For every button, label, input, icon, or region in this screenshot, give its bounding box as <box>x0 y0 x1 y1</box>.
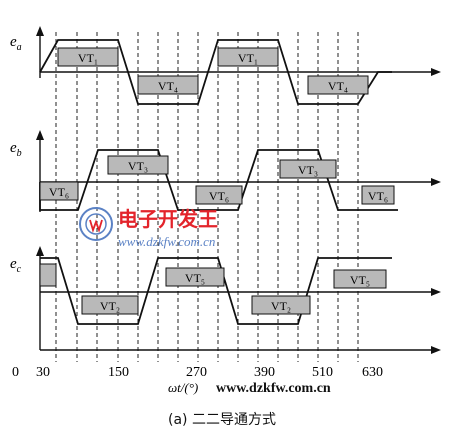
tick-390: 390 <box>254 365 275 380</box>
panel-eb: eb VT₆ VT₃ VT₆ VT₃ VT₆ <box>10 130 441 212</box>
ea-y-axis-arrow <box>36 26 44 36</box>
ec-y-axis-arrow <box>36 246 44 256</box>
ea-block-vt1b <box>217 47 279 67</box>
watermark-site-name: 电子开发王 <box>118 207 218 231</box>
eb-axis-label: eb <box>10 140 22 159</box>
eb-block-vt6 <box>39 181 79 201</box>
watermark-url-2: www.dzkfw.com.cn <box>216 381 331 396</box>
ea-block-vt1-label: VT₁ <box>78 51 98 65</box>
ec-block-vt5b-label: VT₅ <box>350 273 370 287</box>
ec-block-vt2 <box>81 295 139 315</box>
bottom-axis: 0 30 150 270 390 510 630 ωt/(°) <box>12 346 441 395</box>
ea-block-vt4 <box>137 75 199 95</box>
ec-block-start <box>39 263 57 287</box>
ea-block-vt4b <box>307 75 369 95</box>
ea-block-vt1b-label: VT₁ <box>238 51 258 65</box>
eb-y-axis-arrow <box>36 130 44 140</box>
bottom-time-axis-arrow <box>431 346 441 354</box>
watermark-url-1: www.dzkfw.com.cn <box>118 234 215 249</box>
watermark-logo-icon <box>79 207 113 241</box>
tick-0: 0 <box>12 365 19 380</box>
eb-block-vt6b-label: VT₆ <box>209 189 229 203</box>
tick-510: 510 <box>312 365 333 380</box>
tick-270: 270 <box>186 365 207 380</box>
ec-block-vt2b-label: VT₂ <box>271 299 291 313</box>
eb-block-vt6b <box>195 185 243 205</box>
eb-block-vt3 <box>107 155 169 175</box>
ea-block-vt4-label: VT₄ <box>158 79 178 93</box>
tick-150: 150 <box>108 365 129 380</box>
ea-block-vt1 <box>57 47 119 67</box>
ec-block-vt5 <box>165 267 225 287</box>
eb-block-vt3b-label: VT₃ <box>298 163 318 177</box>
eb-block-vt6-label: VT₆ <box>49 185 69 199</box>
panel-ea: ea VT₁ VT₄ VT₁ VT₄ <box>10 26 441 105</box>
watermark: 电子开发王 www.dzkfw.com.cn www.dzkfw.com.cn <box>79 207 331 396</box>
ea-time-axis-arrow <box>431 68 441 76</box>
ec-waveform <box>40 257 392 325</box>
eb-block-vt6c-label: VT₆ <box>368 189 388 203</box>
eb-time-axis-arrow <box>431 178 441 186</box>
ea-axis-label: ea <box>10 34 22 53</box>
figure-caption: (a) 二二导通方式 <box>168 412 276 428</box>
panel-ec: ec VT₂ VT₅ VT₂ VT₅ <box>10 246 441 350</box>
ec-block-vt5-label: VT₅ <box>185 271 205 285</box>
ec-block-vt2-label: VT₂ <box>100 299 120 313</box>
eb-block-vt6c <box>361 185 395 205</box>
ea-block-vt4b-label: VT₄ <box>328 79 348 93</box>
ec-axis-label: ec <box>10 256 22 275</box>
x-axis-label: ωt/(°) <box>168 380 198 395</box>
ec-block-vt2b <box>251 295 311 315</box>
tick-30: 30 <box>36 365 50 380</box>
eb-block-vt3b <box>279 159 337 179</box>
tick-630: 630 <box>362 365 383 380</box>
ec-block-vt5b <box>333 269 387 289</box>
ec-time-axis-arrow <box>431 288 441 296</box>
eb-block-vt3-label: VT₃ <box>128 159 148 173</box>
